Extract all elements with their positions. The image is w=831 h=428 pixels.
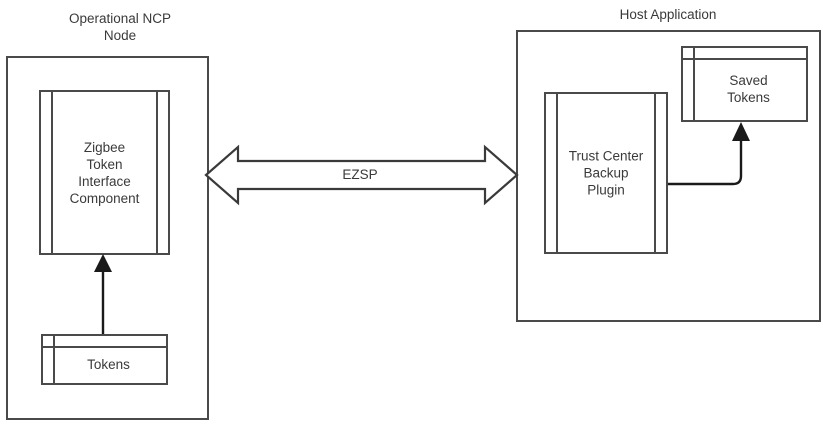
saved-tokens-store[interactable]: Saved Tokens bbox=[681, 46, 808, 122]
tokens-to-component-arrowhead bbox=[94, 254, 112, 272]
trust-center-backup-plugin[interactable]: Trust Center Backup Plugin bbox=[544, 92, 668, 254]
component-bar-right bbox=[654, 94, 656, 252]
ezsp-label: EZSP bbox=[342, 167, 378, 182]
plugin-to-saved-tokens-line bbox=[668, 138, 743, 186]
store-bar-top bbox=[43, 346, 166, 348]
store-bar-left bbox=[53, 336, 55, 383]
group-title-host-application: Host Application bbox=[619, 7, 717, 22]
component-bar-right bbox=[156, 92, 158, 253]
store-bar-top bbox=[683, 58, 806, 60]
plugin-to-saved-tokens-arrowhead bbox=[732, 122, 750, 141]
component-bar-left bbox=[556, 94, 558, 252]
saved-tokens-store-label: Saved Tokens bbox=[727, 73, 770, 105]
store-bar-left bbox=[693, 48, 695, 120]
zigbee-token-interface-component[interactable]: Zigbee Token Interface Component bbox=[39, 90, 170, 255]
group-title-operational-ncp-node: Operational NCP Node bbox=[68, 11, 172, 43]
component-bar-left bbox=[51, 92, 53, 253]
tokens-store-label: Tokens bbox=[87, 357, 130, 372]
zigbee-token-interface-component-label: Zigbee Token Interface Component bbox=[69, 139, 140, 206]
ezsp-bidirectional-arrow bbox=[204, 144, 519, 206]
tokens-store[interactable]: Tokens bbox=[41, 334, 168, 385]
trust-center-backup-plugin-label: Trust Center Backup Plugin bbox=[568, 148, 644, 198]
